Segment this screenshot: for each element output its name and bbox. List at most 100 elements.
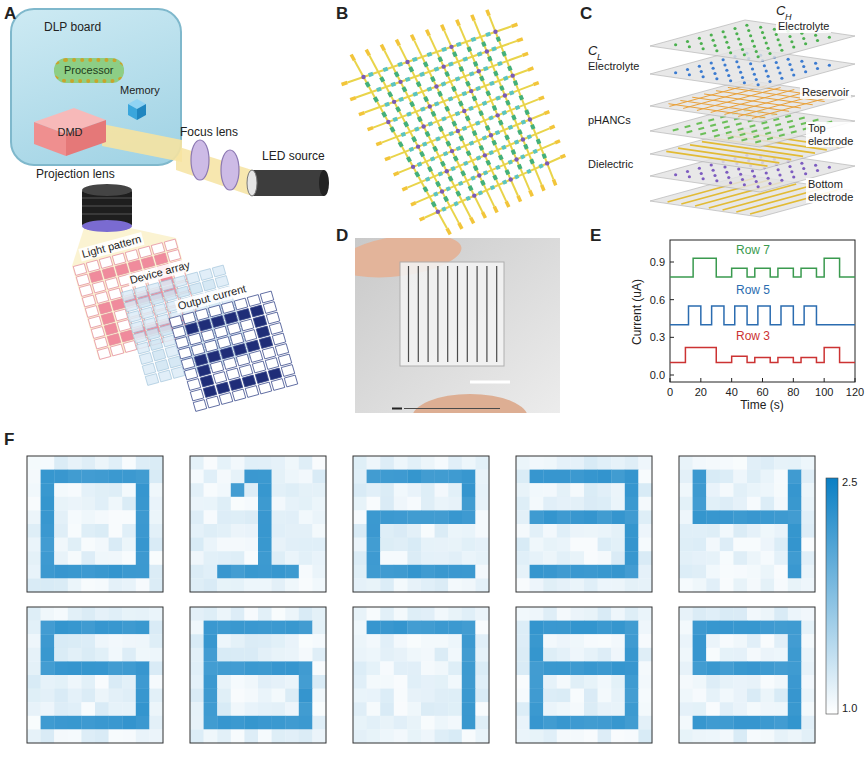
mesh-segment xyxy=(494,106,496,110)
layer-dot xyxy=(788,63,791,66)
grid-cell xyxy=(95,292,108,304)
mesh-segment xyxy=(527,171,531,173)
heatmap-cell xyxy=(68,578,82,592)
heatmap-cell xyxy=(530,510,544,524)
heatmap-cell xyxy=(421,689,435,703)
layer-dot xyxy=(792,175,795,178)
layer-dot xyxy=(759,26,762,29)
heatmap-cell xyxy=(217,675,231,689)
heatmap-cell xyxy=(570,648,584,662)
heatmap-cell xyxy=(244,621,258,635)
grid-cell xyxy=(85,306,98,318)
mesh-node xyxy=(528,117,532,121)
heatmap-cell xyxy=(27,565,41,579)
heatmap-cell xyxy=(27,470,41,484)
mesh-segment xyxy=(453,121,455,125)
heatmap-cell xyxy=(570,621,584,635)
heatmap-cell xyxy=(190,551,204,565)
device-column xyxy=(418,266,419,362)
phanc-segment xyxy=(775,124,781,126)
mesh-lead xyxy=(359,113,365,115)
heatmap-cell xyxy=(380,689,394,703)
heatmap-cell xyxy=(149,675,163,689)
mesh-lead xyxy=(402,188,407,190)
heatmap-cell xyxy=(380,538,394,552)
grid-cell xyxy=(136,342,149,354)
mesh-segment xyxy=(385,104,389,106)
grid-cell xyxy=(152,349,165,361)
grid-cell xyxy=(107,334,120,346)
heatmap-cell xyxy=(598,648,612,662)
heatmap-cell xyxy=(598,578,612,592)
layer xyxy=(650,20,855,62)
heatmap-cell xyxy=(557,661,571,675)
mesh-segment xyxy=(446,107,448,111)
heatmap-cell xyxy=(312,648,326,662)
heatmap-cell xyxy=(530,689,544,703)
heatmap-cell xyxy=(367,661,381,675)
y-tick xyxy=(670,262,674,263)
heatmap-cell xyxy=(136,634,150,648)
mesh-node xyxy=(449,45,453,49)
mesh-lead xyxy=(487,10,489,16)
layer-dot xyxy=(800,162,803,165)
layer-dot xyxy=(765,171,768,174)
heatmap-cell xyxy=(41,551,55,565)
mesh-lead xyxy=(351,55,354,61)
mesh-segment xyxy=(445,197,447,201)
mesh-segment xyxy=(406,79,410,81)
mesh-segment xyxy=(427,54,431,56)
heatmap-cell xyxy=(584,524,598,538)
heatmap-cell xyxy=(598,702,612,716)
heatmap-cell xyxy=(27,456,41,470)
heatmap-cell xyxy=(693,716,707,730)
heatmap-cell xyxy=(394,689,408,703)
grid-cell xyxy=(173,276,186,288)
mesh-segment xyxy=(442,162,444,166)
layer-dot xyxy=(792,45,795,48)
heatmap-cell xyxy=(611,483,625,497)
heatmap-cell xyxy=(462,689,476,703)
layer-dot xyxy=(723,165,726,168)
heatmap-cell xyxy=(475,565,489,579)
heatmap-cell xyxy=(285,565,299,579)
mesh-segment xyxy=(454,52,456,56)
heatmap-cell xyxy=(81,470,95,484)
heatmap-cell xyxy=(557,483,571,497)
mesh-node xyxy=(469,89,473,93)
mesh-segment xyxy=(441,83,445,85)
mesh-lead xyxy=(544,112,549,114)
heatmap-cell xyxy=(285,470,299,484)
heatmap-cell xyxy=(448,607,462,621)
heatmap-cell xyxy=(54,729,68,743)
label: C xyxy=(588,44,597,59)
heatmap-cell xyxy=(95,538,109,552)
heatmap-cell xyxy=(598,524,612,538)
heatmap xyxy=(353,607,489,743)
grid-cell xyxy=(184,368,197,380)
heatmap-cell xyxy=(41,689,55,703)
heatmap-cell xyxy=(693,456,707,470)
phanc-segment xyxy=(698,128,704,130)
heatmap-cell xyxy=(733,456,747,470)
heatmap-cell xyxy=(638,689,652,703)
layer-dot xyxy=(751,169,754,172)
heatmap-cell xyxy=(272,565,286,579)
label: Current (uA) xyxy=(631,279,645,345)
layer-dot xyxy=(777,168,780,171)
led-back xyxy=(319,170,329,196)
heatmap-cell xyxy=(54,621,68,635)
grid-cell xyxy=(124,300,137,312)
mesh-line xyxy=(407,128,549,187)
heatmap-cell xyxy=(543,689,557,703)
heatmap-cell xyxy=(448,538,462,552)
layer-dot xyxy=(733,27,736,30)
heatmap-cell xyxy=(285,524,299,538)
heatmap-cell xyxy=(136,702,150,716)
heatmap-cell xyxy=(81,510,95,524)
mesh-segment xyxy=(498,63,502,65)
mesh-line xyxy=(489,16,553,180)
heatmap-cell xyxy=(530,607,544,621)
heatmap-cell xyxy=(720,729,734,743)
mesh-segment xyxy=(476,88,480,90)
